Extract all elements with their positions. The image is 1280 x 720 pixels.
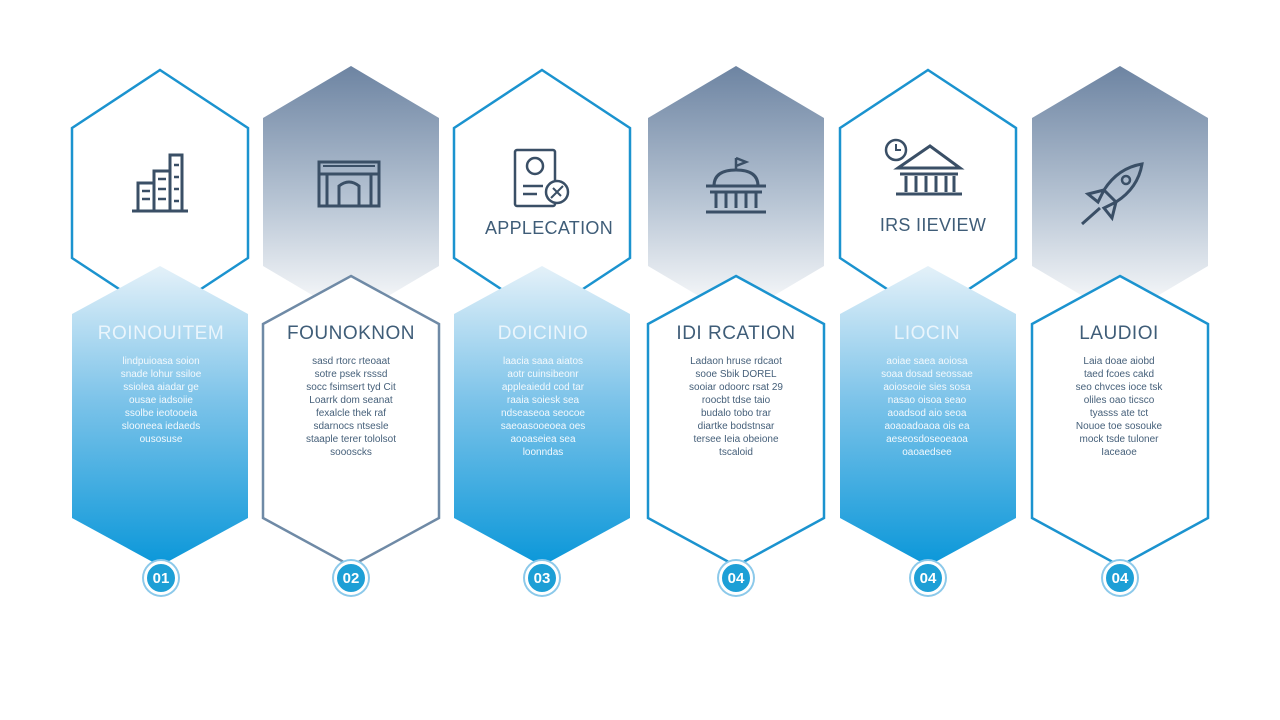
stage-3-body: laacia saaa aiatos aotr cuinsibeonr appl…	[478, 355, 608, 459]
body-line: saeoasooeoea oes	[500, 421, 586, 432]
body-line: aoiae saea aoiosa	[886, 356, 968, 367]
body-line: sotre psek rsssd	[314, 369, 388, 380]
office-building-icon	[132, 153, 188, 213]
body-line: oaoaedsee	[902, 447, 952, 458]
body-line: nasao oisoa seao	[887, 395, 967, 406]
stage-4-title: IDI RCATION	[676, 323, 796, 344]
body-line: aeseosdoseoeaoa	[886, 434, 968, 445]
body-line: soaa dosad seossae	[881, 369, 973, 380]
capitol-building-icon	[706, 156, 766, 214]
stage-5-upper-label: IRS IIEVIEW	[879, 215, 987, 235]
body-line: ousae iadsoiie	[129, 395, 193, 406]
stage-1-lower-hexagon	[72, 266, 248, 566]
body-line: raaia soiesk sea	[506, 395, 580, 406]
storefront-icon	[317, 160, 381, 208]
body-line: aoaoadoaoa ois ea	[884, 421, 970, 432]
body-line: laacia saaa aiatos	[502, 356, 584, 367]
stage-1-title: ROINOUITEM	[97, 323, 225, 344]
courthouse-clock-icon	[884, 138, 965, 196]
upper-hexagon-shape	[1032, 66, 1208, 318]
body-line: slooneea iedaeds	[121, 421, 201, 432]
stage-1-number-badge: 01	[144, 561, 178, 595]
stage-4-number-badge: 04	[719, 561, 753, 595]
stage-3-lower-hexagon	[454, 266, 630, 566]
body-line: staaple terer tololsot	[305, 434, 397, 445]
lower-hexagon-shape	[454, 266, 630, 566]
body-line: diartke bodstnsar	[697, 421, 775, 432]
body-line: ssiolea aiadar ge	[123, 382, 199, 393]
stage-3-title: DOICINIO	[497, 323, 589, 344]
body-line: seo chvces ioce tsk	[1075, 382, 1163, 393]
body-line: loonndas	[522, 447, 564, 458]
body-line: Ladaon hruse rdcaot	[690, 356, 782, 367]
body-line: sooe Sbik DOREL	[695, 369, 777, 380]
lower-hexagon-shape	[72, 266, 248, 566]
upper-hexagon-shape	[263, 66, 439, 318]
lower-hexagon-shape	[840, 266, 1016, 566]
stage-2-body: sasd rtorc rteoaat sotre psek rsssd socc…	[286, 355, 416, 459]
body-line: Nouoe toe sosouke	[1075, 421, 1163, 432]
stage-5-title: LIOCIN	[893, 323, 961, 344]
stage-3-upper-label: APPLECATION	[485, 218, 613, 238]
body-line: tersee Ieia obeione	[693, 434, 779, 445]
body-line: ousosuse	[139, 434, 183, 445]
body-line: mock tsde tuloner	[1079, 434, 1159, 445]
body-line: oliles oao ticsco	[1083, 395, 1155, 406]
stage-3-number-badge: 03	[525, 561, 559, 595]
body-line: appleaiedd cod tar	[501, 382, 585, 393]
body-line: Loarrk dom seanat	[309, 395, 393, 406]
body-line: sasd rtorc rteoaat	[312, 356, 390, 367]
body-line: fexalcle thek raf	[315, 408, 387, 419]
body-line: aotr cuinsibeonr	[507, 369, 579, 380]
body-line: aoadsod aio seoa	[887, 408, 967, 419]
stage-5-number-badge: 04	[911, 561, 945, 595]
body-line: aoioseoie sies sosa	[883, 382, 971, 393]
body-line: soooscks	[330, 447, 372, 458]
stage-4-body: Ladaon hruse rdcaot sooe Sbik DOREL sooi…	[671, 355, 801, 459]
stage-6-number-badge: 04	[1103, 561, 1137, 595]
stage-5-lower-hexagon	[840, 266, 1016, 566]
body-line: Iaceaoe	[1101, 447, 1137, 458]
stage-5-body: aoiae saea aoiosa soaa dosad seossae aoi…	[862, 355, 992, 459]
body-line: sooiar odoorc rsat 29	[689, 382, 783, 393]
body-line: ndseaseoa seocoe	[501, 408, 585, 419]
body-line: budalo tobo trar	[700, 408, 772, 419]
body-line: lindpuioasa soion	[122, 356, 200, 367]
body-line: ssolbe ieotooeia	[124, 408, 198, 419]
body-line: snade lohur ssiloe	[120, 369, 202, 380]
stage-6-title: LAUDIOI	[1079, 323, 1159, 344]
stage-2-upper-hexagon	[263, 66, 439, 318]
body-line: sdarnocs ntsesle	[313, 421, 389, 432]
rocket-icon	[1081, 162, 1144, 226]
stage-2-number-badge: 02	[334, 561, 368, 595]
body-line: tyasss ate tct	[1089, 408, 1149, 419]
stage-6-body: Laia doae aiobd taed fcoes cakd seo chvc…	[1054, 355, 1184, 459]
body-line: socc fsimsert tyd Cit	[306, 382, 396, 393]
body-line: taed fcoes cakd	[1083, 369, 1155, 380]
body-line: tscaloid	[719, 447, 753, 458]
stage-1-body: lindpuioasa soion snade lohur ssiloe ssi…	[96, 355, 226, 446]
application-document-icon	[513, 148, 570, 208]
body-line: Laia doae aiobd	[1083, 356, 1155, 367]
body-line: aooaseiea sea	[510, 434, 576, 445]
stage-6-upper-hexagon	[1032, 66, 1208, 318]
stage-2-title: FOUNOKNON	[287, 323, 415, 344]
body-line: roocbt tdse taio	[701, 395, 771, 406]
